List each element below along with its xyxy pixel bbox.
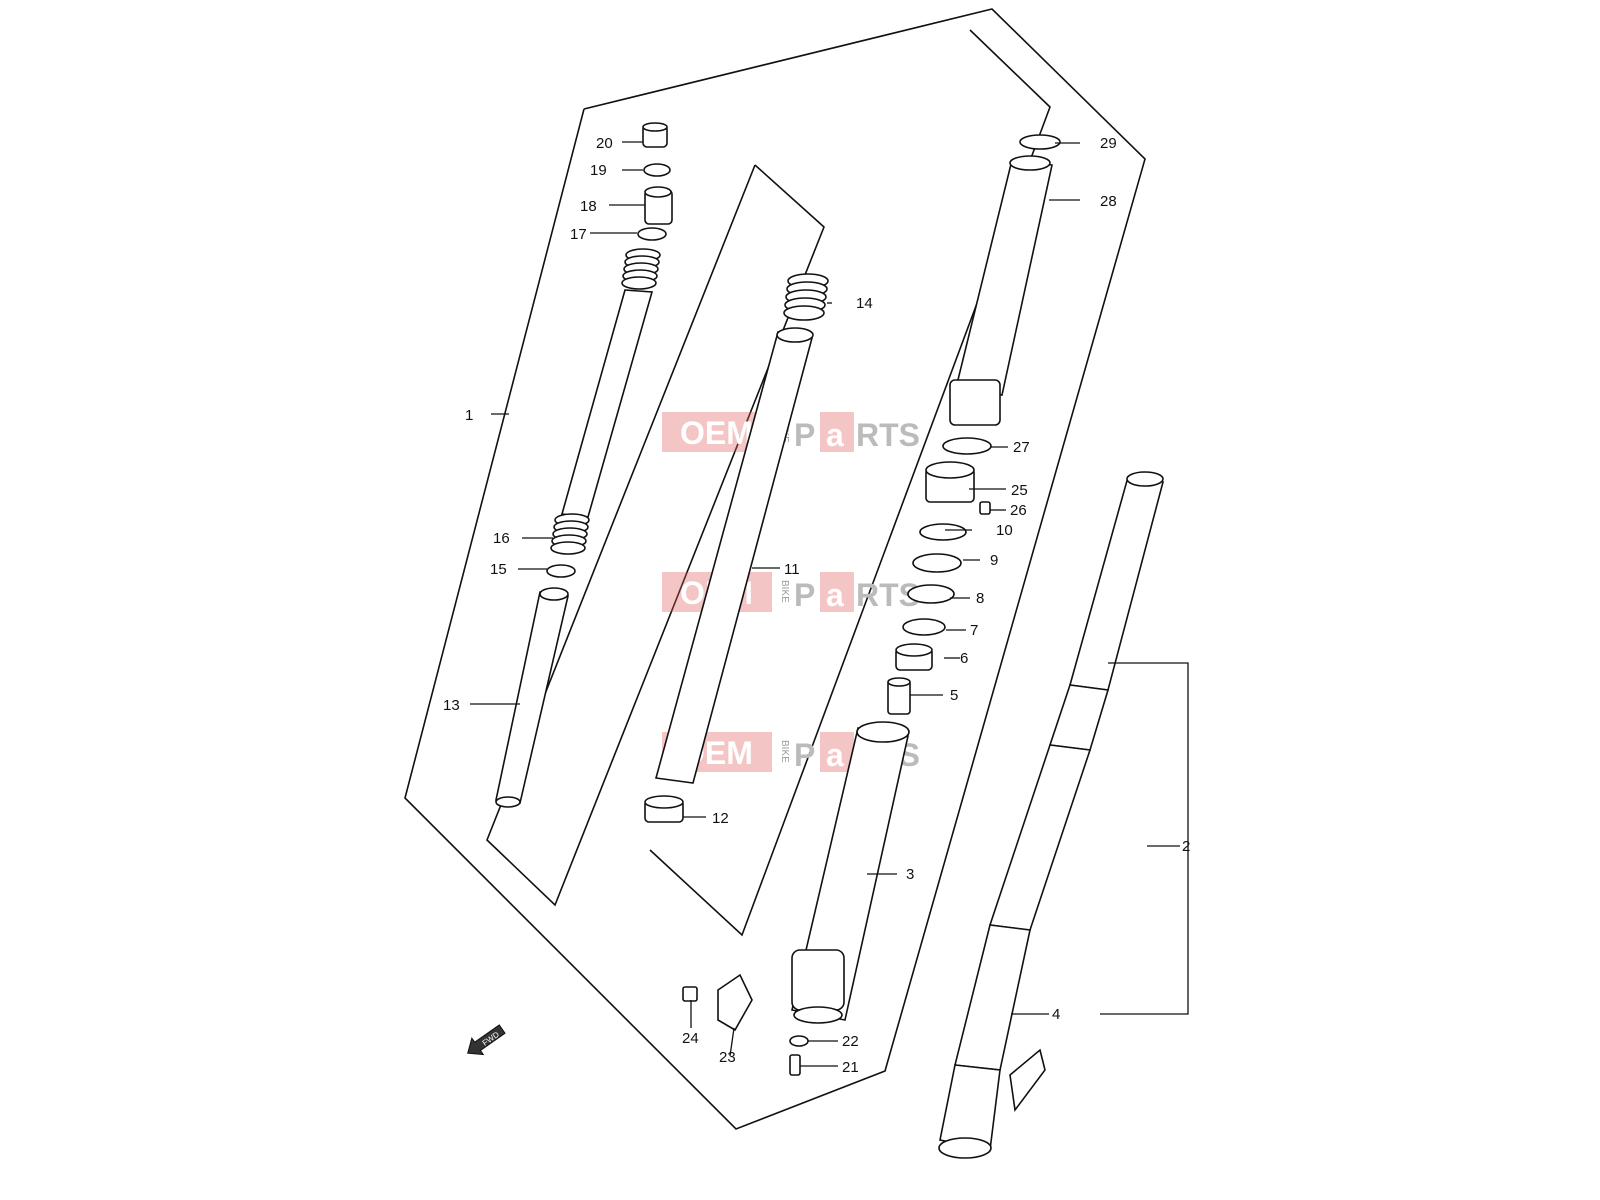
- callout-22: 22: [842, 1033, 859, 1050]
- callout-13: 13: [443, 697, 460, 714]
- part-axle-holder: [717, 973, 753, 1032]
- part-nut: [682, 986, 698, 1002]
- svg-text:P: P: [794, 577, 815, 613]
- callout-24: 24: [682, 1030, 699, 1047]
- fwd-direction-badge: FWD: [467, 1024, 506, 1056]
- callout-19: 19: [590, 162, 607, 179]
- part-slide-metal: [895, 643, 933, 671]
- callout-17: 17: [570, 226, 587, 243]
- part-seal-spacer: [907, 584, 955, 604]
- callout-6: 6: [960, 650, 968, 667]
- svg-text:OEM: OEM: [680, 415, 753, 451]
- part-hardware: [682, 973, 809, 1076]
- callout-26: 26: [1010, 502, 1027, 519]
- callout-15: 15: [490, 561, 507, 578]
- part-upper-spring: [621, 248, 661, 290]
- svg-text:P: P: [794, 737, 815, 773]
- svg-text:a: a: [826, 737, 844, 773]
- part-screw-26: [979, 501, 991, 515]
- callout-10: 10: [996, 522, 1013, 539]
- callout-12: 12: [712, 810, 729, 827]
- part-stopper-ring: [919, 523, 967, 541]
- damper-parts: [495, 122, 673, 808]
- part-piston-ring: [546, 564, 576, 578]
- callout-18: 18: [580, 198, 597, 215]
- callout-23: 23: [719, 1049, 736, 1066]
- part-dust-seal: [925, 461, 975, 503]
- callout-8: 8: [976, 590, 984, 607]
- part-o-ring: [643, 163, 671, 177]
- callout-4: 4: [1052, 1006, 1060, 1023]
- callout-9: 9: [990, 552, 998, 569]
- inner-tube-parts: [644, 273, 829, 823]
- callout-20: 20: [596, 135, 613, 152]
- svg-text:P: P: [794, 417, 815, 453]
- callout-2: 2: [1182, 838, 1190, 855]
- part-inner-tube: [654, 327, 814, 784]
- callout-28: 28: [1100, 193, 1117, 210]
- part-bolt-21: [789, 1054, 801, 1076]
- frame-inner-left: [486, 164, 825, 907]
- callout-7: 7: [970, 622, 978, 639]
- callout-3: 3: [906, 866, 914, 883]
- callout-16: 16: [493, 530, 510, 547]
- part-rebound-spring: [550, 513, 590, 555]
- part-spacer: [644, 186, 673, 225]
- svg-text:a: a: [826, 417, 844, 453]
- callout-29: 29: [1100, 135, 1117, 152]
- part-boot-clamp-lower: [942, 437, 992, 455]
- part-bushing-5: [887, 677, 911, 715]
- seal-parts: [887, 134, 1061, 715]
- part-damper-rod: [560, 289, 654, 518]
- svg-text:BIKE: BIKE: [779, 740, 790, 763]
- callout-labels: 1 2 3 4 5 6 7 8 9 10 11 12 13 14 15 16 1…: [443, 135, 1190, 1076]
- callout-25: 25: [1011, 482, 1028, 499]
- callout-5: 5: [950, 687, 958, 704]
- assembly-frames: [404, 8, 1146, 1130]
- watermark-2: OEM BIKE P a RTS: [662, 572, 920, 613]
- svg-text:a: a: [826, 577, 844, 613]
- frame-inner-mid: [649, 29, 1051, 937]
- svg-text:RTS: RTS: [856, 417, 920, 453]
- part-slide-bushing: [644, 795, 684, 823]
- part-fork-spring: [783, 273, 829, 321]
- part-boot-clamp-top: [1019, 134, 1061, 150]
- frame-outer: [404, 8, 1146, 1130]
- callout-21: 21: [842, 1059, 859, 1076]
- callout-14: 14: [856, 295, 873, 312]
- part-washer: [637, 227, 667, 241]
- callout-1: 1: [465, 407, 473, 424]
- leader-lines: [470, 141, 1189, 1067]
- part-damper-cylinder: [495, 587, 569, 808]
- callout-11: 11: [784, 561, 800, 578]
- part-dust-boot: [949, 155, 1053, 426]
- part-oil-seal: [912, 553, 962, 573]
- part-outer-tube-left: [791, 721, 910, 1024]
- part-washer-22: [789, 1035, 809, 1047]
- part-fork-assembly-right: [938, 471, 1165, 1159]
- part-cap-bolt: [642, 122, 668, 148]
- svg-text:BIKE: BIKE: [779, 580, 790, 603]
- callout-27: 27: [1013, 439, 1030, 456]
- part-guide-bushing: [902, 618, 946, 636]
